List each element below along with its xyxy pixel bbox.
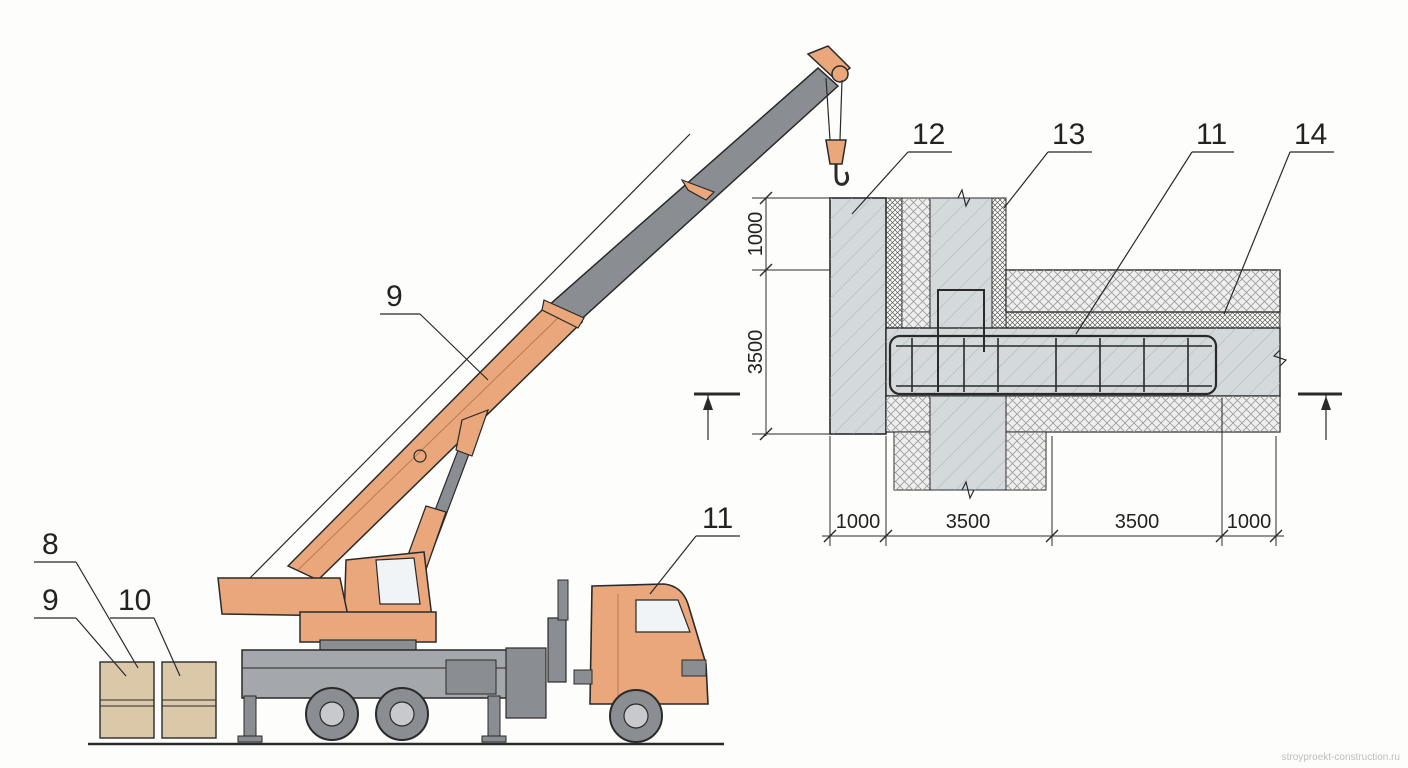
callout-stack-top: 8 (42, 528, 59, 561)
truck-wheels (305, 687, 663, 743)
crane-callouts: 9 11 8 9 10 (34, 280, 740, 677)
mobile-crane (88, 45, 852, 746)
callout-section-wall: 13 (1052, 118, 1085, 151)
vertical-dimensions: 1000 3500 (745, 191, 830, 441)
dim-vertical-main: 3500 (745, 330, 767, 375)
dim-bottom-4: 1000 (1227, 511, 1272, 533)
boom-reference-line (249, 133, 691, 579)
dim-bottom-2: 3500 (946, 511, 991, 533)
callout-truck: 11 (702, 502, 733, 535)
callout-stack-right: 10 (118, 584, 151, 617)
callout-boom: 9 (386, 280, 403, 313)
bottom-dimensions: 1000 3500 3500 1000 (822, 398, 1284, 546)
dim-vertical-top: 1000 (745, 212, 767, 257)
callout-section-right: 14 (1294, 118, 1327, 151)
crane-superstructure (217, 551, 437, 653)
section-detail (829, 188, 1288, 500)
callout-stack-left: 9 (42, 584, 59, 617)
material-stacks (99, 661, 217, 739)
rebar-cage (888, 289, 1218, 396)
dim-bottom-1: 1000 (836, 511, 881, 533)
section-cut-markers (694, 392, 1342, 440)
truck-cab (573, 583, 709, 705)
watermark: stroyproekt-construction.ru (1282, 752, 1400, 763)
boom-telescopic-section (546, 66, 840, 325)
callout-section-rebar: 11 (1196, 118, 1227, 151)
callout-section-left: 12 (912, 118, 945, 151)
section-callouts: 12 13 11 14 (851, 118, 1334, 335)
dim-bottom-3: 3500 (1115, 511, 1160, 533)
hook-block (806, 45, 852, 186)
